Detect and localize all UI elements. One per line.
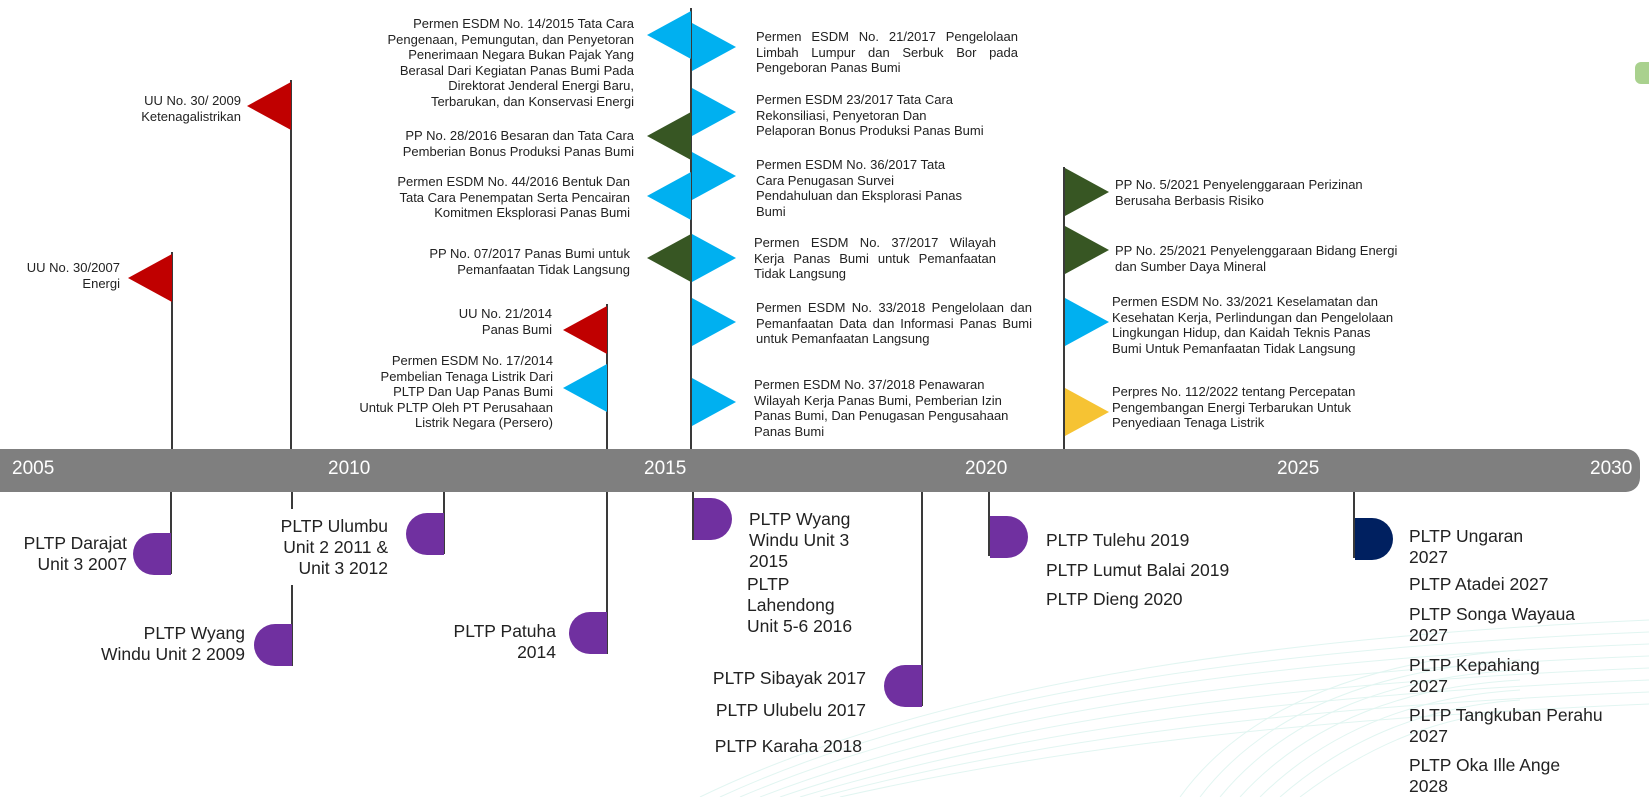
regulation-label: Permen ESDM No. 37/2017 Wilayah Kerja Pa… <box>754 235 996 281</box>
plant-label: PLTP Dieng 2020 <box>1046 589 1183 609</box>
regulation-label: PP No. 5/2021 Penyelenggaraan Perizinan … <box>1115 177 1363 208</box>
pole-plant-2015 <box>692 492 694 540</box>
plant-label: PLTP Sibayak 2017 <box>712 668 866 688</box>
pole-plant-2019 <box>988 492 990 556</box>
regulation-label: Permen ESDM No. 21/2017 Pengelolaan Limb… <box>756 29 1018 75</box>
pole-plant-2007 <box>170 492 172 574</box>
year-label: 2030 <box>1590 458 1633 479</box>
blue-flag <box>692 234 736 282</box>
plant-label: PLTP Darajat Unit 3 2007 <box>23 533 127 574</box>
green-flag <box>647 234 691 282</box>
red-flag <box>563 306 607 354</box>
regulation-label: Permen ESDM No. 14/2015 Tata Cara Pengen… <box>387 16 634 109</box>
year-label: 2015 <box>644 458 687 479</box>
plant-label: PLTP Songa Wayaua 2027 <box>1409 604 1576 645</box>
blue-flag <box>692 152 736 200</box>
blue-flag <box>692 23 736 71</box>
regulation-label: Perpres No. 112/2022 tentang Percepatan … <box>1112 384 1356 430</box>
regulation-label: PP No. 07/2017 Panas Bumi untuk Pemanfaa… <box>429 246 630 277</box>
plant-label: PLTP Lahendong Unit 5-6 2016 <box>747 574 853 636</box>
plant-label: PLTP Wyang Windu Unit 2 2009 <box>101 623 245 664</box>
plant-marker <box>990 516 1028 558</box>
regulation-label: PP No. 28/2016 Besaran dan Tata Cara Pem… <box>402 128 634 159</box>
regulation-label: Permen ESDM 23/2017 Tata Cara Rekonsilia… <box>756 92 984 138</box>
red-flag <box>247 82 291 130</box>
plant-label: PLTP Atadei 2027 <box>1409 574 1549 594</box>
plant-label: PLTP Ungaran 2027 <box>1409 526 1524 567</box>
green-flag <box>1065 226 1109 274</box>
regulation-label: PP No. 25/2021 Penyelenggaraan Bidang En… <box>1115 243 1398 274</box>
plant-label: PLTP Karaha 2018 <box>714 736 862 756</box>
blue-flag <box>1065 298 1109 346</box>
year-label: 2005 <box>12 458 55 479</box>
pole-2009 <box>290 80 292 449</box>
plant-label: PLTP Kepahiang 2027 <box>1409 655 1540 696</box>
plant-marker <box>694 498 732 540</box>
plant-label: PLTP Oka Ille Ange 2028 <box>1409 755 1561 796</box>
blue-flag <box>647 11 691 59</box>
plant-marker <box>406 513 444 555</box>
pole-2021 <box>1063 167 1065 449</box>
green-flag <box>1065 168 1109 216</box>
blue-flag <box>692 298 736 346</box>
timeline-bar <box>0 449 1640 492</box>
pole-2014 <box>606 304 608 449</box>
plant-label: PLTP Ulumbu Unit 2 2011 & Unit 3 2012 <box>280 516 388 578</box>
year-label: 2020 <box>965 458 1008 479</box>
plant-label: PLTP Tangkuban Perahu 2027 <box>1409 705 1603 746</box>
blue-flag <box>692 378 736 426</box>
regulation-label: Permen ESDM No. 33/2021 Keselamatan dan … <box>1112 294 1394 356</box>
regulation-label: Permen ESDM No. 36/2017 Tata Cara Penuga… <box>756 157 962 219</box>
plant-marker <box>133 533 171 575</box>
pole-plant-2009 <box>291 585 293 666</box>
green-flag <box>647 112 691 160</box>
plant-label: PLTP Patuha 2014 <box>453 621 556 662</box>
plant-label: PLTP Ulubelu 2017 <box>715 700 866 720</box>
blue-flag <box>692 88 736 136</box>
pole-plant-2027 <box>1353 492 1355 558</box>
plant-label: PLTP Tulehu 2019 <box>1046 530 1190 550</box>
regulation-label: UU No. 30/2007 Energi <box>26 260 120 291</box>
year-label: 2025 <box>1277 458 1320 479</box>
regulation-label: Permen ESDM No. 17/2014 Pembelian Tenaga… <box>359 353 553 430</box>
plant-label: PLTP Wyang Windu Unit 3 2015 <box>749 509 851 571</box>
regulation-label: UU No. 30/ 2009 Ketenagalistrikan <box>141 93 241 124</box>
red-flag <box>128 254 172 302</box>
pole-plant-2017 <box>921 492 923 706</box>
plant-label: PLTP Lumut Balai 2019 <box>1046 560 1230 580</box>
plant-marker <box>1355 518 1393 560</box>
regulation-label: UU No. 21/2014 Panas Bumi <box>458 306 552 337</box>
regulation-label: Permen ESDM No. 44/2016 Bentuk Dan Tata … <box>397 174 630 220</box>
regulation-label: Permen ESDM No. 37/2018 Penawaran Wilaya… <box>754 377 1009 439</box>
yellow-flag <box>1065 388 1109 436</box>
pole-plant-2011 <box>443 492 445 554</box>
year-label: 2010 <box>328 458 371 479</box>
pole-plant-2009-top <box>291 492 293 509</box>
pole-2007 <box>171 252 173 449</box>
blue-flag <box>563 364 607 412</box>
pole-plant-2014 <box>606 492 608 654</box>
plant-marker <box>569 612 607 654</box>
plant-marker <box>884 665 922 707</box>
blue-flag <box>647 172 691 220</box>
side-tab-decoration <box>1635 62 1649 84</box>
pole-2015 <box>690 8 692 449</box>
plant-marker <box>254 624 292 666</box>
regulation-label: Permen ESDM No. 33/2018 Pengelolaan dan … <box>756 300 1032 346</box>
